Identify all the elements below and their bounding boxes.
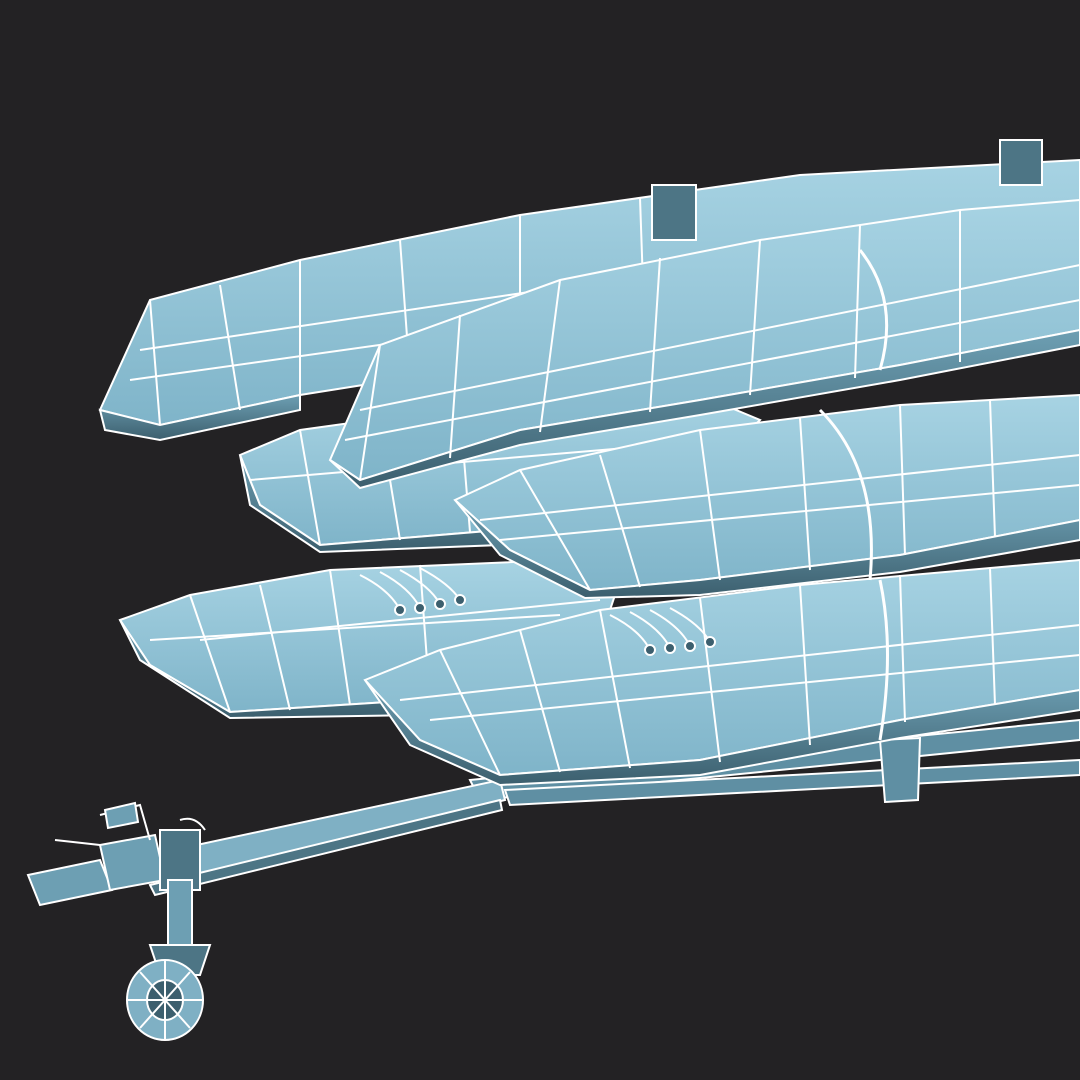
middle-kayak-front: [453, 393, 1080, 600]
lower-kayak-front: [363, 558, 1080, 787]
jockey-wheel: [126, 879, 212, 1041]
trailer-tongue: [148, 778, 507, 897]
upper-kayak-front: [328, 198, 1080, 490]
